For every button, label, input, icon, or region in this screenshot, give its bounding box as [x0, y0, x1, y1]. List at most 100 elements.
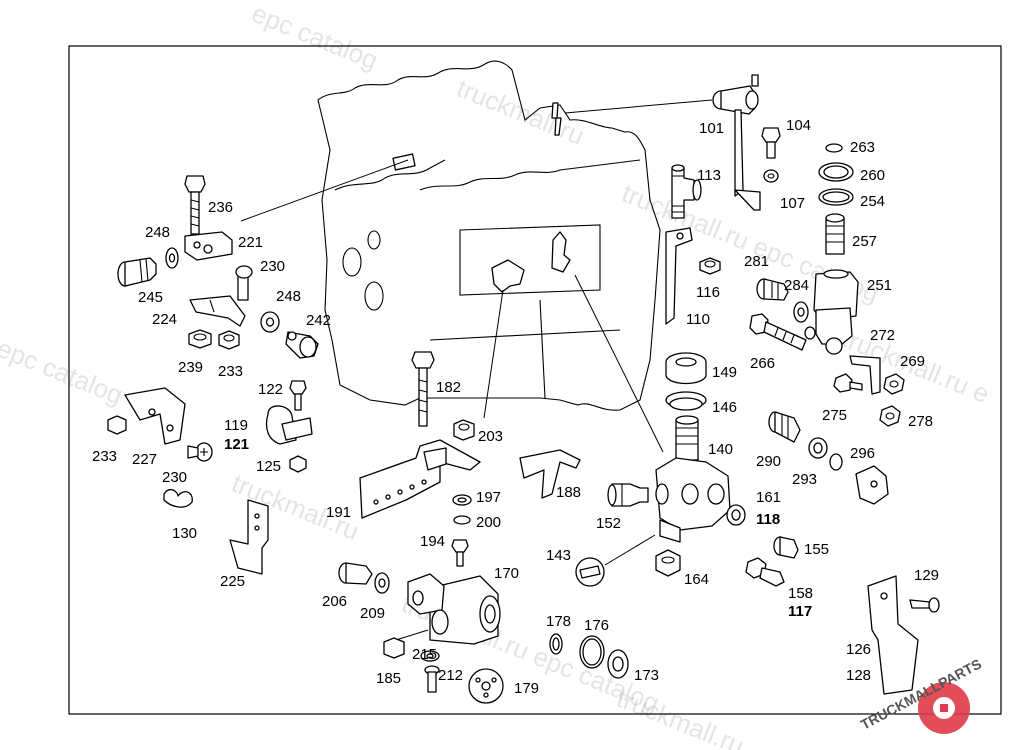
part-label-296: 296 — [850, 445, 875, 462]
part-label-293: 293 — [792, 471, 817, 488]
part-label-173: 173 — [634, 667, 659, 684]
part-116-nut — [699, 257, 721, 275]
part-label-233b: 233 — [92, 448, 117, 465]
part-236-bolt — [184, 175, 206, 235]
part-155-fitting — [773, 536, 799, 559]
part-label-152: 152 — [596, 515, 621, 532]
part-label-242: 242 — [306, 312, 331, 329]
part-170-solenoid — [407, 573, 501, 645]
watermark-text: truckmall.ru — [613, 683, 749, 750]
watermark-text: truckmall.ru — [453, 73, 589, 151]
part-label-284: 284 — [784, 277, 809, 294]
part-label-191: 191 — [326, 504, 351, 521]
part-143-wrench-icon — [575, 557, 605, 587]
part-178-ring — [549, 633, 563, 655]
part-label-227: 227 — [132, 451, 157, 468]
part-146-ring — [665, 391, 707, 411]
part-101-valve — [712, 74, 761, 211]
part-label-128: 128 — [846, 667, 871, 684]
part-label-206: 206 — [322, 593, 347, 610]
part-281-fitting — [756, 278, 789, 301]
part-200-lockwasher — [453, 515, 471, 525]
part-label-104: 104 — [786, 117, 811, 134]
part-260-ring — [818, 162, 854, 182]
part-293-washer — [808, 437, 828, 459]
part-label-158: 158 — [788, 585, 813, 602]
part-206-fitting — [338, 562, 373, 585]
part-251-solenoid — [804, 269, 859, 355]
part-label-290: 290 — [756, 453, 781, 470]
part-152-fitting — [607, 483, 649, 507]
part-130-clip — [163, 488, 193, 508]
part-233-nut — [218, 330, 240, 350]
engine-block — [317, 60, 661, 411]
part-label-260: 260 — [860, 167, 885, 184]
part-278-nut — [879, 405, 901, 427]
part-label-149: 149 — [712, 364, 737, 381]
part-161-washer — [726, 504, 746, 526]
part-215-washer — [420, 650, 440, 662]
part-label-101: 101 — [699, 120, 724, 137]
part-label-275: 275 — [822, 407, 847, 424]
part-label-161: 161 — [756, 489, 781, 506]
part-203-nut — [453, 419, 475, 441]
part-149-nut — [665, 352, 707, 385]
part-110-bracket — [665, 227, 693, 325]
part-label-197: 197 — [476, 489, 501, 506]
part-label-212: 212 — [438, 667, 463, 684]
part-label-281: 281 — [744, 253, 769, 270]
part-label-129: 129 — [914, 567, 939, 584]
part-label-251: 251 — [867, 277, 892, 294]
part-label-178: 178 — [546, 613, 571, 630]
part-label-245: 245 — [138, 289, 163, 306]
part-269-nut — [883, 373, 905, 395]
part-242-banjo — [285, 331, 319, 359]
part-263-ring — [825, 143, 843, 153]
part-label-176: 176 — [584, 617, 609, 634]
part-label-278: 278 — [908, 413, 933, 430]
watermark-text: epc catalog — [0, 333, 127, 411]
part-245-fitting — [117, 257, 157, 287]
part-126-bracket — [867, 575, 919, 695]
part-label-170: 170 — [494, 565, 519, 582]
part-275-screw — [833, 373, 863, 393]
leader-lines — [240, 99, 713, 641]
part-label-239: 239 — [178, 359, 203, 376]
part-label-179: 179 — [514, 680, 539, 697]
part-label-200: 200 — [476, 514, 501, 531]
part-227-bracket — [124, 387, 186, 445]
part-290-fitting — [768, 411, 801, 443]
part-257-fitting — [825, 213, 845, 255]
part-label-224: 224 — [152, 311, 177, 328]
part-label-230a: 230 — [260, 258, 285, 275]
part-119-clamp — [265, 405, 313, 445]
part-107-nut — [763, 169, 779, 183]
part-label-164: 164 — [684, 571, 709, 588]
part-label-140: 140 — [708, 441, 733, 458]
part-label-254: 254 — [860, 193, 885, 210]
watermark-text: epc catalog — [248, 0, 383, 75]
part-label-248b: 248 — [276, 288, 301, 305]
part-label-263: 263 — [850, 139, 875, 156]
part-233-nut-b — [107, 415, 127, 435]
part-158-bolt — [745, 557, 785, 587]
part-label-272: 272 — [870, 327, 895, 344]
part-label-203: 203 — [478, 428, 503, 445]
part-104-bolt — [761, 127, 781, 159]
part-label-121: 121 — [224, 436, 249, 453]
part-label-233a: 233 — [218, 363, 243, 380]
part-label-130: 130 — [172, 525, 197, 542]
part-label-225: 225 — [220, 573, 245, 590]
part-129-bolt — [909, 597, 940, 613]
part-label-126: 126 — [846, 641, 871, 658]
part-label-236: 236 — [208, 199, 233, 216]
part-284-washer — [793, 301, 809, 323]
part-label-188: 188 — [556, 484, 581, 501]
part-197-washer — [452, 494, 472, 506]
part-label-194: 194 — [420, 533, 445, 550]
part-label-266: 266 — [750, 355, 775, 372]
part-221-block — [184, 231, 233, 261]
part-194-bolt — [451, 539, 469, 567]
part-label-113: 113 — [697, 167, 721, 184]
